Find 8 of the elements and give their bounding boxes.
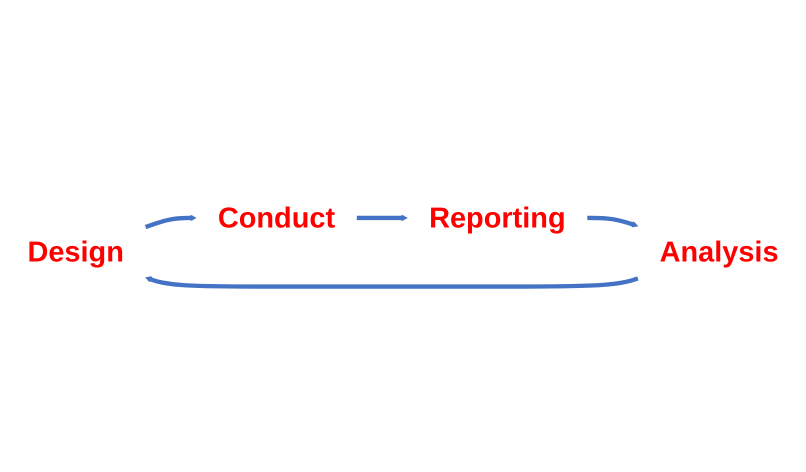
arrow — [587, 216, 638, 228]
arrow — [356, 214, 408, 222]
node-text: Reporting — [429, 202, 566, 234]
arrow — [145, 276, 639, 289]
arrow — [144, 214, 196, 230]
node-text: Conduct — [218, 202, 336, 234]
node-text: Analysis — [660, 236, 779, 268]
node-text: Design — [27, 236, 124, 268]
